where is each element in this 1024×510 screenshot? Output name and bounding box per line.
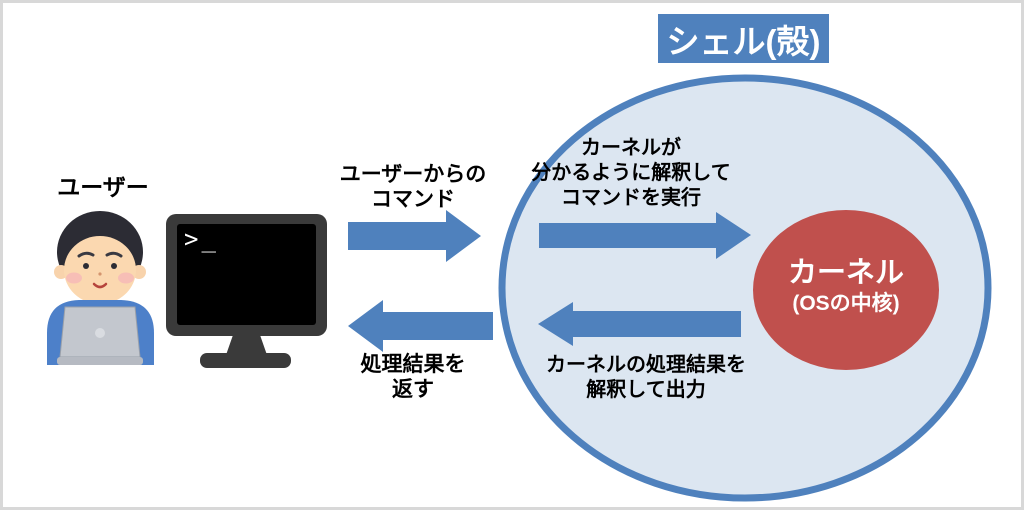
return-result-line2: 返す [392,378,434,401]
kernel-label: カーネル (OSの中核) [751,256,941,317]
return-result-line1: 処理結果を [360,353,466,376]
user-label: ユーザー [57,174,149,200]
user-illustration [47,211,154,365]
interpret-output-line1: カーネルの処理結果を [546,354,746,376]
interpret-command-line3: コマンドを実行 [561,187,701,209]
arrow-kernel-to-shell [538,302,741,346]
user-command-label: ユーザーからの コマンド [328,162,498,212]
interpret-output-label: カーネルの処理結果を 解釈して出力 [526,353,766,403]
user-face [64,236,136,304]
terminal-monitor-icon [166,214,327,368]
arrow-shell-to-kernel [539,212,751,259]
terminal-prompt-text: >_ [184,225,219,253]
arrow-shell-to-user [348,300,493,352]
diagram-graphics [47,74,992,502]
interpret-command-line1: カーネルが [581,137,681,159]
kernel-ellipse [753,210,939,370]
interpret-command-line2: 分かるように解釈して [531,162,731,184]
shell-title-box: シェル(殻) [658,14,829,63]
user-command-line1: ユーザーからの [339,163,487,186]
arrow-user-to-shell [348,210,481,262]
interpret-output-line2: 解釈して出力 [586,379,706,401]
shell-ellipse [498,74,992,502]
return-result-label: 処理結果を 返す [328,352,498,402]
kernel-name: カーネル [787,257,904,289]
interpret-command-label: カーネルが 分かるように解釈して コマンドを実行 [516,136,746,211]
kernel-subtitle: (OSの中核) [792,292,900,315]
user-command-line2: コマンド [371,188,455,211]
